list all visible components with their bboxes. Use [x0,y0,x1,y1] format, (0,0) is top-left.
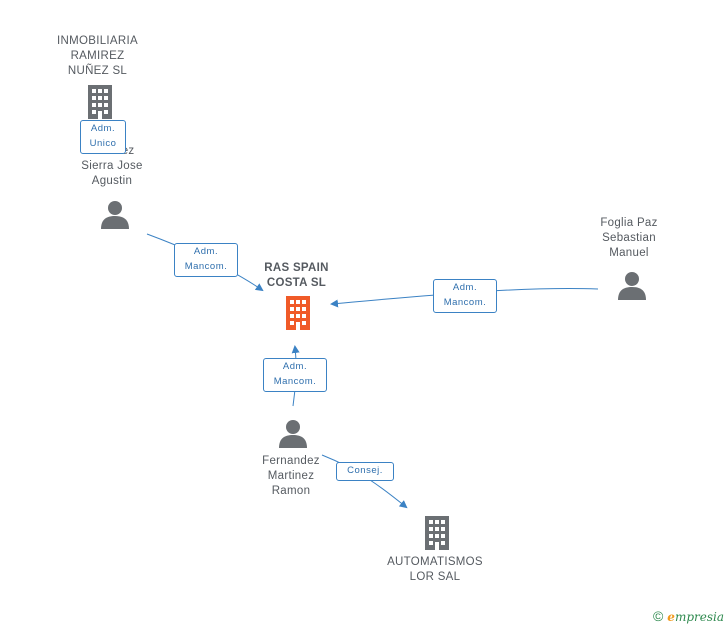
main-building-icon[interactable] [283,296,313,330]
edge-label-consej: Consej. [336,462,394,481]
person-icon[interactable] [617,271,647,301]
node-fernandez-label: Fernandez Martinez Ramon [262,455,320,497]
building-icon[interactable] [85,85,115,119]
node-automatismos-label: AUTOMATISMOS LOR SAL [387,556,483,583]
person-icon[interactable] [278,419,308,449]
empresia-logo[interactable]: ©empresia [652,608,724,624]
building-icon[interactable] [422,516,452,550]
edge-label-adm-mancom: Adm. Mancom. [433,279,497,313]
node-inmobiliaria-label: INMOBILIARIA RAMIREZ NUÑEZ SL [57,35,138,77]
node-ramirez-label: Ramirez Sierra Jose Agustin [81,145,143,187]
person-icon[interactable] [100,200,130,230]
edge-label-adm-mancom: Adm. Mancom. [174,243,238,277]
edge-label-adm-mancom: Adm. Mancom. [263,358,327,392]
copyright-icon: © [652,608,664,624]
edge-label-adm-unico: Adm. Unico [80,120,126,154]
node-foglia-label: Foglia Paz Sebastian Manuel [600,217,658,259]
node-ras-spain-label: RAS SPAIN COSTA SL [264,262,329,289]
